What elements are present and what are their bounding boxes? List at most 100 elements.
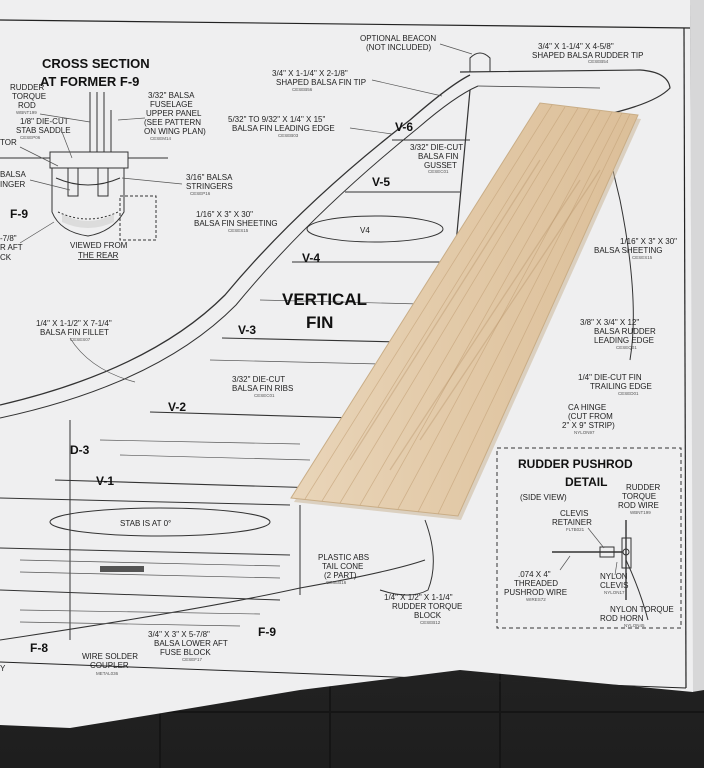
former-f9: F-9 bbox=[258, 625, 276, 639]
section-drawing bbox=[0, 92, 168, 241]
plan-border-bottom bbox=[0, 661, 687, 689]
fillet-leader bbox=[69, 337, 136, 383]
saddle-l1: 1/8" DIE-CUT bbox=[20, 117, 69, 126]
tail-cone-code: CESEB16 bbox=[326, 580, 347, 585]
sheet-right-code: CESES15 bbox=[632, 255, 653, 260]
panel-l3: UPPER PANEL bbox=[146, 109, 202, 118]
gusset-l2: BALSA FIN bbox=[418, 152, 459, 161]
stab-note: STAB IS AT 0° bbox=[120, 519, 171, 528]
partial-tor: TOR bbox=[0, 138, 17, 147]
rib-v4-oval: V4 bbox=[360, 226, 370, 235]
pushrod-title-2: DETAIL bbox=[565, 475, 607, 489]
panel-l1: 3/32" BALSA bbox=[148, 91, 195, 100]
rib-v3: V-3 bbox=[238, 323, 256, 337]
rib-v2: V-2 bbox=[168, 400, 186, 414]
fuse-block-l3: FUSE BLOCK bbox=[160, 648, 211, 657]
fuse-block-l1: 3/4" X 3" X 5-7/8" bbox=[148, 630, 210, 639]
rudder-le-l1: 3/8" X 3/4" X 12" bbox=[580, 318, 639, 327]
partial-y: Y bbox=[0, 664, 6, 673]
sheet-left-l2: BALSA FIN SHEETING bbox=[194, 219, 278, 228]
fin-tip-code: CESEB56 bbox=[292, 87, 313, 92]
beacon-shape bbox=[469, 52, 491, 72]
horn-l2: ROD HORN bbox=[600, 614, 644, 623]
former-f8: F-8 bbox=[30, 641, 48, 655]
ribs-code: CESEC01 bbox=[254, 393, 275, 398]
torque-block-code: CESEB12 bbox=[420, 620, 441, 625]
v4-oval bbox=[306, 215, 444, 243]
partial-ck: CK bbox=[0, 253, 12, 262]
balsa-grain-dark bbox=[349, 159, 601, 471]
balsa-grain bbox=[304, 104, 631, 515]
rudder-tip-outline bbox=[459, 69, 671, 117]
clevis-l1: NYLON bbox=[600, 572, 628, 581]
beacon-leader bbox=[439, 43, 473, 55]
horn-l1: NYLON TORQUE bbox=[610, 605, 674, 614]
section-former: F-9 bbox=[10, 207, 28, 221]
retainer-l2: RETAINER bbox=[552, 518, 592, 527]
threaded-l3: PUSHROD WIRE bbox=[504, 588, 567, 597]
pushrod-box bbox=[496, 447, 682, 629]
wire-coupler-shape bbox=[100, 566, 144, 572]
sheet-left-code: CESES15 bbox=[228, 228, 249, 233]
fuse-block-l2: BALSA LOWER AFT bbox=[154, 639, 228, 648]
rudder-le-l2: BALSA RUDDER bbox=[594, 327, 656, 336]
pushrod-drawing bbox=[552, 520, 649, 621]
fin-ribs bbox=[54, 139, 470, 489]
gusset-l3: GUSSET bbox=[424, 161, 457, 170]
balsa-sheet bbox=[290, 102, 641, 520]
fillet-code: CESES07 bbox=[70, 337, 91, 342]
fuselage-hatching bbox=[19, 299, 421, 627]
torque-wire-l2: TORQUE bbox=[622, 492, 656, 501]
fin-tip-l1: 3/4" X 1-1/4" X 2-1/8" bbox=[272, 69, 348, 78]
panel-code: CESEM14 bbox=[150, 136, 172, 141]
underlying-sheet bbox=[690, 0, 704, 692]
rib-v6: V-6 bbox=[395, 120, 413, 134]
partial-inger: INGER bbox=[0, 180, 26, 189]
fin-tip-line bbox=[477, 85, 601, 89]
partial-balsa: BALSA bbox=[0, 170, 26, 179]
retainer-l1: CLEVIS bbox=[560, 509, 588, 518]
saddle-l2: STAB SADDLE bbox=[16, 126, 71, 135]
torque-rod-code: WBNT199 bbox=[16, 110, 37, 115]
rib-v1: V-1 bbox=[96, 474, 114, 488]
stringers-l2: STRINGERS bbox=[186, 182, 233, 191]
saddle-code: CESEP06 bbox=[20, 135, 41, 140]
tail-cone-l3: (2 PART) bbox=[324, 571, 357, 580]
gusset-l1: 3/32" DIE-CUT bbox=[410, 143, 463, 152]
partial-aft-2: R AFT bbox=[0, 243, 23, 252]
fillet-l1: 1/4" X 1-1/2" X 7-1/4" bbox=[36, 319, 112, 328]
hinge-code: NYLON97 bbox=[574, 430, 595, 435]
fuse-block-code: CESEF17 bbox=[182, 657, 203, 662]
viewed-l2: THE REAR bbox=[78, 251, 119, 260]
hinge-l2: (CUT FROM bbox=[568, 412, 613, 421]
panel-l4: (SEE PATTERN bbox=[144, 118, 201, 127]
torque-wire-l1: RUDDER bbox=[626, 483, 660, 492]
rib-v5: V-5 bbox=[372, 175, 390, 189]
threaded-l1: .074 X 4" bbox=[518, 570, 551, 579]
fin-te-l2: TRAILING EDGE bbox=[590, 382, 652, 391]
pushrod-side-view: (SIDE VIEW) bbox=[520, 493, 567, 502]
fillet-l2: BALSA FIN FILLET bbox=[40, 328, 109, 337]
fin-leading-edge-outer bbox=[0, 74, 471, 406]
beacon-l1: OPTIONAL BEACON bbox=[360, 34, 436, 43]
fin-te-l1: 1/4" DIE-CUT FIN bbox=[578, 373, 642, 382]
sheet-left-l1: 1/16" X 3" X 30" bbox=[196, 210, 253, 219]
le-code: CESEB03 bbox=[278, 133, 299, 138]
partial-aft-1: -7/8" bbox=[0, 234, 17, 243]
fin-tip-leader bbox=[371, 79, 443, 97]
fin-leading-edge-inner bbox=[0, 85, 479, 419]
rudder-tip-l1: 3/4" X 1-1/4" X 4-5/8" bbox=[538, 42, 614, 51]
torque-rod-l2: TORQUE bbox=[12, 92, 46, 101]
section-title-1: CROSS SECTION bbox=[42, 56, 150, 71]
horn-code: NYLON45 bbox=[624, 623, 645, 628]
rudder-tip-code: CESEB54 bbox=[588, 59, 609, 64]
sheet-right-l1: 1/16" X 3" X 30" bbox=[620, 237, 677, 246]
stringers-l1: 3/16" BALSA bbox=[186, 173, 233, 182]
fin-drawing: VERTICAL FIN V-6 V-5 V4 V-4 V-3 V-2 V-1 … bbox=[0, 34, 677, 676]
rudder-le-l3: LEADING EDGE bbox=[594, 336, 654, 345]
hinge-l3: 2" X 9" STRIP) bbox=[562, 421, 615, 430]
coupler-l2: COUPLER bbox=[90, 661, 129, 670]
tail-cone-l1: PLASTIC ABS bbox=[318, 553, 369, 562]
ribs-l2: BALSA FIN RIBS bbox=[232, 384, 293, 393]
torque-rod-l1: RUDDER bbox=[10, 83, 44, 92]
